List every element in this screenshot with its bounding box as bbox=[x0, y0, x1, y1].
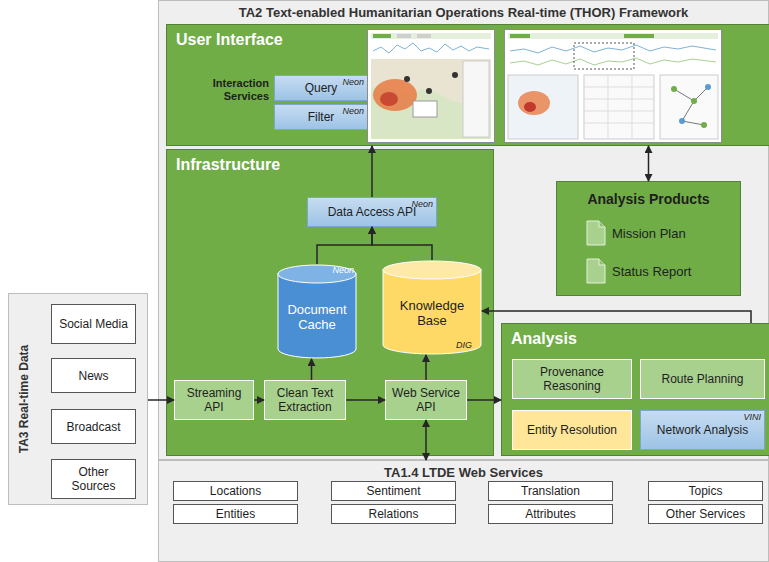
cylinder-body bbox=[383, 269, 481, 354]
connector-arrow bbox=[425, 355, 427, 380]
cylinder-top bbox=[278, 265, 356, 283]
service-box: Topics bbox=[648, 481, 763, 501]
superscript-tag: Neon bbox=[342, 106, 364, 116]
source-box: News bbox=[51, 358, 136, 393]
dashboard-screenshot bbox=[504, 29, 722, 143]
node-label: Analysis bbox=[511, 330, 661, 348]
service-box: Translation bbox=[488, 481, 613, 501]
source-box: Other Sources bbox=[51, 459, 136, 499]
node-label: Other Services bbox=[666, 507, 745, 521]
ui-band: User InterfaceQueryNeonFilterNeon Intera… bbox=[166, 24, 769, 146]
framework-frame: TA2 Text-enabled Humanitarian Operations… bbox=[158, 0, 769, 460]
connector-arrow bbox=[482, 311, 751, 323]
superscript-tag: Neon bbox=[411, 199, 433, 209]
node-label: Topics bbox=[688, 484, 722, 498]
process-box: Web Service API bbox=[385, 380, 467, 420]
service-box: Sentiment bbox=[331, 481, 456, 501]
connector-arrow bbox=[254, 399, 264, 401]
node-label: Entities bbox=[216, 507, 255, 521]
connector-arrow bbox=[317, 227, 372, 264]
service-box: Query Neon bbox=[274, 75, 368, 101]
node-label: Status Report bbox=[612, 264, 692, 279]
node-label: Route Planning bbox=[661, 372, 743, 386]
service-box: Entities bbox=[173, 504, 298, 524]
node-label: Other Sources bbox=[57, 465, 130, 493]
connector-arrow bbox=[148, 399, 174, 401]
cylinder-top bbox=[383, 261, 481, 279]
node-label: Clean Text Extraction bbox=[270, 386, 340, 414]
source-box: Broadcast bbox=[51, 409, 136, 444]
connector-arrow bbox=[311, 359, 313, 380]
node-label: Data Access API bbox=[328, 205, 417, 219]
service-box: Other Services bbox=[648, 504, 763, 524]
analysis-box: Provenance Reasoning bbox=[512, 359, 632, 399]
node-label: Locations bbox=[210, 484, 261, 498]
superscript-tag: Neon bbox=[342, 77, 364, 87]
node-label: Streaming API bbox=[180, 386, 248, 414]
service-box: Locations bbox=[173, 481, 298, 501]
document-fold bbox=[599, 259, 605, 265]
database-cylinder: Knowledge BaseDIG bbox=[382, 260, 482, 355]
process-box: Streaming API bbox=[174, 380, 254, 420]
node-label: TA2 Text-enabled Humanitarian Operations… bbox=[159, 5, 768, 20]
document-page bbox=[587, 221, 605, 245]
node-label: Filter bbox=[308, 110, 335, 124]
products-panel: Analysis ProductsMission PlanStatus Repo… bbox=[556, 181, 741, 296]
source-box: Social Media bbox=[51, 304, 136, 344]
process-box: Clean Text Extraction bbox=[264, 380, 346, 420]
analysis-box: Route Planning bbox=[640, 359, 765, 399]
database-cylinder: Document Cache Neon bbox=[277, 264, 357, 359]
node-label: User Interface bbox=[176, 31, 326, 49]
services-panel: TA1.4 LTDE Web ServicesLocationsSentimen… bbox=[158, 460, 769, 562]
infrastructure-panel: InfrastructureData Access APINeonDocumen… bbox=[166, 149, 494, 456]
document-item: Status Report bbox=[582, 256, 732, 286]
dashboard-screenshot bbox=[367, 29, 495, 143]
api-box: Data Access APINeon bbox=[307, 197, 437, 227]
connector-arrow bbox=[346, 399, 385, 401]
node-label: TA3 Real-time Data bbox=[17, 338, 31, 461]
superscript-tag: VINI bbox=[743, 412, 761, 422]
document-icon bbox=[586, 258, 606, 284]
document-item: Mission Plan bbox=[582, 218, 732, 248]
analysis-panel: AnalysisProvenance Reasoning Route Planni… bbox=[501, 323, 769, 456]
node-label: Network Analysis bbox=[657, 423, 748, 437]
connector-arrow bbox=[371, 146, 373, 197]
node-label: Analysis Products bbox=[557, 190, 740, 208]
node-label: Relations bbox=[368, 507, 418, 521]
document-icon bbox=[586, 220, 606, 246]
node-label: Translation bbox=[521, 484, 580, 498]
connector-arrow bbox=[467, 399, 501, 401]
connector-arrow bbox=[372, 227, 432, 260]
node-label: News bbox=[78, 369, 108, 383]
superscript-tag: Neon bbox=[332, 265, 354, 275]
analysis-box: Entity Resolution bbox=[512, 410, 632, 450]
connector-arrow bbox=[425, 420, 427, 460]
node-label: Provenance Reasoning bbox=[518, 365, 626, 393]
node-label: Social Media bbox=[59, 317, 128, 331]
service-box: Relations bbox=[331, 504, 456, 524]
node-label: Entity Resolution bbox=[527, 423, 617, 437]
superscript-tag: DIG bbox=[456, 340, 472, 350]
node-label: Broadcast bbox=[66, 420, 120, 434]
node-label: Attributes bbox=[525, 507, 576, 521]
document-page bbox=[587, 259, 605, 283]
source-panel: TA3 Real-time Data Social MediaNewsBroadc… bbox=[8, 293, 148, 505]
node-label: Knowledge Base bbox=[386, 298, 478, 328]
node-label: Document Cache bbox=[281, 302, 353, 332]
connector-arrow bbox=[648, 146, 650, 181]
service-box: Attributes bbox=[488, 504, 613, 524]
node-label: Infrastructure bbox=[176, 156, 326, 174]
node-label: Web Service API bbox=[391, 386, 461, 414]
document-fold bbox=[599, 221, 605, 227]
node-label: Query bbox=[305, 81, 338, 95]
node-label: Mission Plan bbox=[612, 226, 686, 241]
node-label: Sentiment bbox=[366, 484, 420, 498]
cylinder-body bbox=[278, 273, 356, 358]
service-box: Filter Neon bbox=[274, 104, 368, 130]
analysis-box: Network AnalysisVINI bbox=[640, 410, 765, 450]
group-label: Interaction Services bbox=[177, 77, 269, 103]
